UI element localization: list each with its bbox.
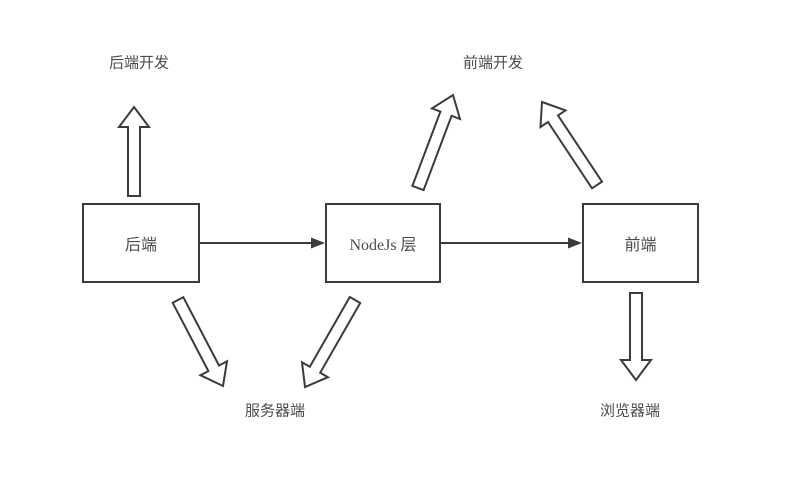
hollow-arrow-frontend-to-browser-side xyxy=(619,292,653,382)
hollow-arrow-nodejs-to-server-side xyxy=(300,295,362,389)
hollow-arrow-frontend-to-frontend-dev xyxy=(539,100,604,190)
label-browser-side: 浏览器端 xyxy=(599,402,661,420)
hollow-arrow-nodejs-to-frontend-dev xyxy=(411,93,462,192)
node-backend: 后端 xyxy=(82,203,200,283)
hollow-arrow-backend-to-backend-dev xyxy=(117,105,151,197)
label-backend-dev: 后端开发 xyxy=(108,54,170,72)
node-frontend-label: 前端 xyxy=(624,237,657,254)
hollow-arrow-backend-to-server-side xyxy=(171,295,229,388)
arrowhead-right-icon xyxy=(311,237,325,249)
connector-nodejs-to-frontend xyxy=(441,237,582,249)
node-nodejs-layer: NodeJs 层 xyxy=(325,203,441,283)
node-backend-label: 后端 xyxy=(124,237,157,254)
arrowhead-right-icon xyxy=(568,237,582,249)
connector-backend-to-nodejs xyxy=(200,237,325,249)
label-frontend-dev: 前端开发 xyxy=(462,54,524,72)
node-nodejs-layer-label: NodeJs 层 xyxy=(349,237,417,254)
node-frontend: 前端 xyxy=(582,203,699,283)
label-server-side: 服务器端 xyxy=(244,402,306,420)
